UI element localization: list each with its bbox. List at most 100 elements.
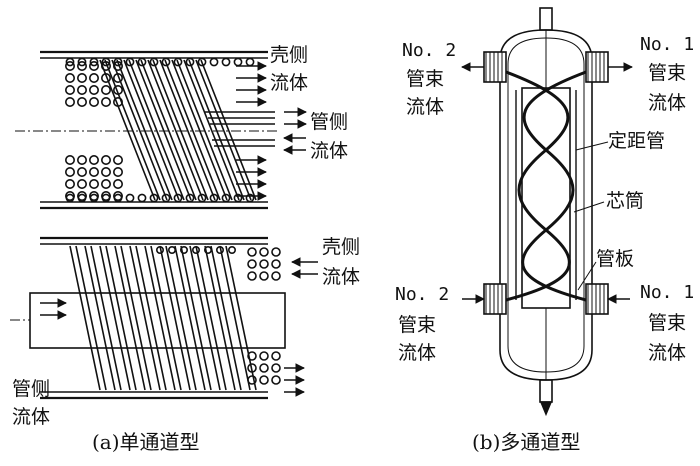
tube-section (65, 85, 76, 96)
tube-section (77, 167, 88, 178)
tube-section (271, 271, 281, 281)
helix-tube (195, 59, 252, 201)
tube-section (209, 57, 219, 67)
helix-tube (180, 245, 212, 391)
tube-section (173, 193, 183, 203)
helix-tube (152, 59, 209, 201)
helix-tube (120, 245, 152, 391)
tube-section (89, 57, 99, 67)
tube-section (89, 97, 100, 108)
tube-section (271, 363, 281, 373)
b-bottom-right-line3: 流体 (648, 342, 687, 364)
tube-section (101, 155, 112, 166)
helix-tube (150, 245, 182, 391)
tube-section (77, 57, 87, 67)
single-channel-bottom-view (10, 236, 286, 400)
helix-tube (174, 245, 206, 391)
flange-bottom-left (483, 283, 507, 315)
leader-tube-sheet (577, 261, 597, 291)
tube-section (247, 259, 257, 269)
helix-tube (219, 245, 251, 391)
helix-tube (128, 59, 185, 201)
leader-core-tube (573, 201, 605, 213)
tube-section (204, 246, 213, 255)
a-bottom-shell-fluid-line2: 流体 (322, 266, 361, 288)
core-tube (521, 87, 571, 309)
tube-section (65, 73, 76, 84)
tube-section (113, 155, 124, 166)
single-channel-top-view (15, 50, 280, 210)
tube-section (113, 57, 123, 67)
tube-section (125, 57, 135, 67)
core-cylinder (29, 292, 286, 349)
helix-tube (75, 245, 107, 391)
tube-section (259, 271, 269, 281)
tube-section (77, 85, 88, 96)
tube-section (247, 271, 257, 281)
helix-tube (164, 59, 221, 201)
tube-section (216, 246, 225, 255)
tube-section (156, 246, 165, 255)
helix-tube (129, 245, 161, 391)
helix-tube (195, 245, 227, 391)
tube-section (209, 193, 219, 203)
shell-inner-outline (507, 37, 585, 373)
helix-tube (165, 245, 197, 391)
helix-tube (123, 59, 180, 201)
tube-section (161, 193, 171, 203)
tube-section (65, 97, 76, 108)
tube-section (89, 167, 100, 178)
a-top-shell-fluid-line1: 壳侧 (270, 44, 309, 66)
tube-section (77, 193, 87, 203)
helix-tube (171, 59, 228, 201)
b-top-left-line3: 流体 (406, 96, 445, 118)
tube-cross-sections (156, 246, 281, 385)
tube-section (89, 73, 100, 84)
a-top-shell-fluid-line2: 流体 (270, 72, 309, 94)
helix-tube (135, 245, 167, 391)
tube-section (149, 57, 159, 67)
tube-section (77, 191, 88, 202)
tube-section (192, 246, 201, 255)
caption-b: (b)多通道型 (472, 430, 581, 454)
b-core-tube-label: 芯筒 (606, 190, 645, 212)
helix-tube (105, 245, 137, 391)
b-tube-sheet-label: 管板 (596, 248, 635, 270)
tube-section (259, 351, 269, 361)
tube-section (101, 85, 112, 96)
tube-section (101, 97, 112, 108)
flow-arrows (40, 61, 318, 397)
tube-sheet-hatching (485, 52, 605, 314)
a-bottom-shell-fluid-line1: 壳侧 (322, 236, 361, 258)
tube-section (259, 363, 269, 373)
tube-section (173, 57, 183, 67)
tube-section (228, 246, 237, 255)
tube-section (247, 247, 257, 257)
helical-tubes (69, 245, 257, 391)
tube-section (77, 60, 88, 71)
b-bottom-right-line2: 管束 (648, 312, 687, 334)
tube-section (101, 179, 112, 190)
tube-section (149, 193, 159, 203)
helix-tube (505, 70, 571, 302)
tube-section (89, 191, 100, 202)
b-top-right-line2: 管束 (648, 62, 687, 84)
helical-tubes (505, 70, 587, 302)
helix-tube (225, 245, 257, 391)
a-top-tube-fluid-line2: 流体 (310, 140, 349, 162)
tube-section (125, 193, 135, 203)
tube-section (65, 57, 75, 67)
tube-section (221, 193, 231, 203)
a-bottom-tube-fluid-line2: 流体 (12, 406, 51, 428)
helix-tube (104, 59, 161, 201)
helix-tube (200, 59, 257, 201)
helix-tube (210, 245, 242, 391)
helix-tube (116, 59, 173, 201)
tube-section (65, 155, 76, 166)
tube-section (89, 85, 100, 96)
tube-section (77, 97, 88, 108)
helix-tube (140, 59, 197, 201)
tube-section (259, 259, 269, 269)
helix-tube (159, 59, 216, 201)
tube-section (247, 351, 257, 361)
